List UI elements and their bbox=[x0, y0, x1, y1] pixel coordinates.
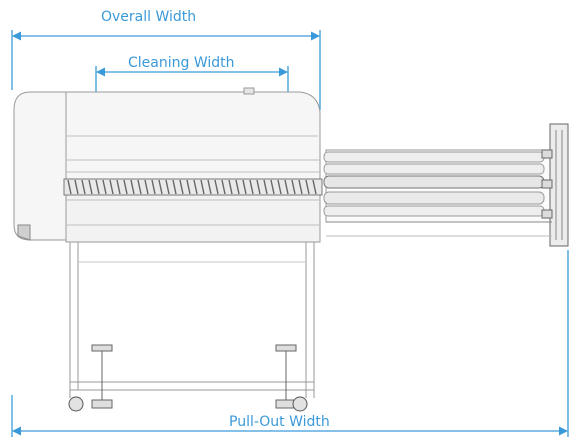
brush-tooth bbox=[67, 179, 72, 195]
brush-tooth bbox=[172, 179, 177, 195]
brush-tooth bbox=[193, 179, 198, 195]
brush-tooth bbox=[249, 179, 254, 195]
brush-tooth bbox=[200, 179, 205, 195]
brush-roller bbox=[63, 178, 323, 196]
pullout-width-label: Pull-Out Width bbox=[226, 414, 333, 430]
overall-width-dimension bbox=[11, 30, 321, 110]
brush-tooth bbox=[270, 179, 275, 195]
brush-tooth bbox=[151, 179, 156, 195]
brush-tooth bbox=[277, 179, 282, 195]
brush-tooth bbox=[158, 179, 163, 195]
pullout-drawer bbox=[323, 123, 569, 247]
brush-tooth bbox=[102, 179, 107, 195]
brush-tooth bbox=[95, 179, 100, 195]
brush-tooth bbox=[186, 179, 191, 195]
brush-tooth bbox=[165, 179, 170, 195]
brush-tooth bbox=[291, 179, 296, 195]
brush-tooth bbox=[179, 179, 184, 195]
brush-tooth bbox=[242, 179, 247, 195]
brush-tooth bbox=[88, 179, 93, 195]
brush-tooth bbox=[144, 179, 149, 195]
brush-tooth bbox=[235, 179, 240, 195]
machine-stand bbox=[68, 242, 315, 412]
brush-tooth bbox=[312, 179, 317, 195]
machine-housing bbox=[13, 87, 321, 243]
brush-tooth bbox=[130, 179, 135, 195]
brush-tooth bbox=[109, 179, 114, 195]
pullout-width-dimension bbox=[11, 250, 569, 437]
brush-tooth bbox=[137, 179, 142, 195]
brush-tooth bbox=[74, 179, 79, 195]
cleaning-width-label: Cleaning Width bbox=[125, 55, 238, 71]
brush-tooth bbox=[284, 179, 289, 195]
brush-tooth bbox=[228, 179, 233, 195]
brush-tooth bbox=[256, 179, 261, 195]
brush-tooth bbox=[305, 179, 310, 195]
brush-tooth bbox=[298, 179, 303, 195]
overall-width-label: Overall Width bbox=[98, 9, 200, 25]
brush-tooth bbox=[214, 179, 219, 195]
brush-tooth bbox=[116, 179, 121, 195]
brush-tooth bbox=[123, 179, 128, 195]
brush-tooth bbox=[221, 179, 226, 195]
brush-tooth bbox=[81, 179, 86, 195]
brush-tooth bbox=[207, 179, 212, 195]
brush-tooth bbox=[263, 179, 268, 195]
